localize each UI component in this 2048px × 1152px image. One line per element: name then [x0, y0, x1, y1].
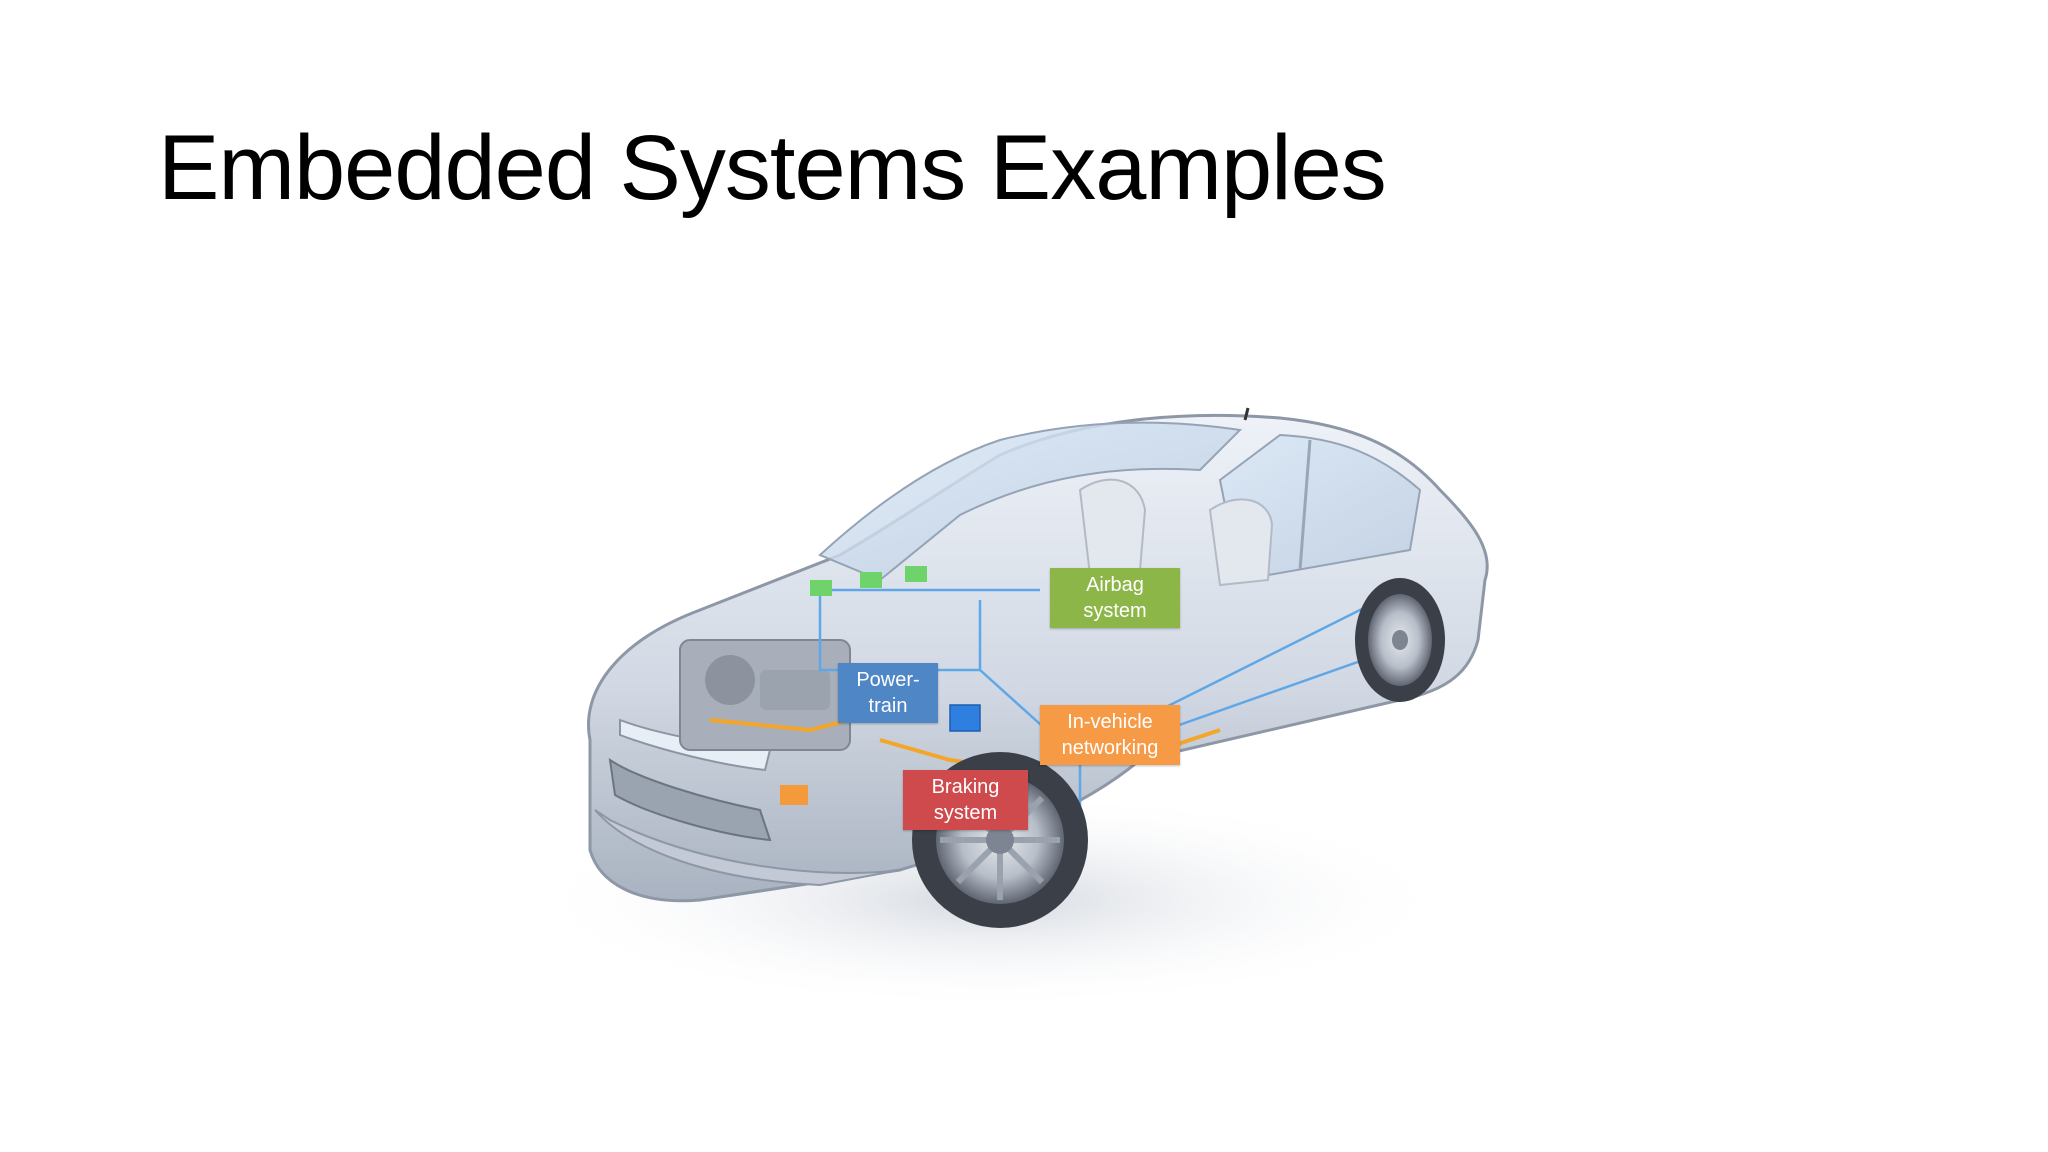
slide-title: Embedded Systems Examples	[158, 117, 1387, 219]
ecu-module	[860, 572, 882, 588]
rear-seat	[1208, 498, 1274, 587]
car-cutaway-image: Airbag system Power- train In-vehicle ne…	[520, 340, 1510, 1040]
ecu-module	[810, 580, 832, 596]
braking-system-label: Braking system	[903, 770, 1028, 830]
antenna	[1243, 407, 1250, 421]
front-grille	[608, 757, 772, 842]
rear-wheel	[1355, 578, 1445, 702]
front-bumper	[594, 809, 901, 887]
callout-text: Power- train	[856, 669, 920, 717]
engine-part	[760, 670, 830, 710]
car-illustration	[520, 407, 1489, 1010]
sensor-module	[780, 785, 808, 805]
airbag-system-label: Airbag system	[1050, 568, 1180, 628]
callout-text: Braking system	[931, 776, 1000, 824]
in-vehicle-networking-label: In-vehicle networking	[1040, 705, 1180, 765]
door-pillar	[1298, 439, 1312, 571]
engine-part	[705, 655, 755, 705]
callout-text: Airbag system	[1083, 574, 1147, 622]
callout-text: In-vehicle networking	[1061, 711, 1159, 759]
front-seat	[1078, 478, 1147, 577]
ecu-module	[905, 566, 927, 582]
powertrain-label: Power- train	[838, 663, 938, 723]
network-gateway-box	[949, 704, 981, 732]
windshield	[818, 421, 1243, 582]
